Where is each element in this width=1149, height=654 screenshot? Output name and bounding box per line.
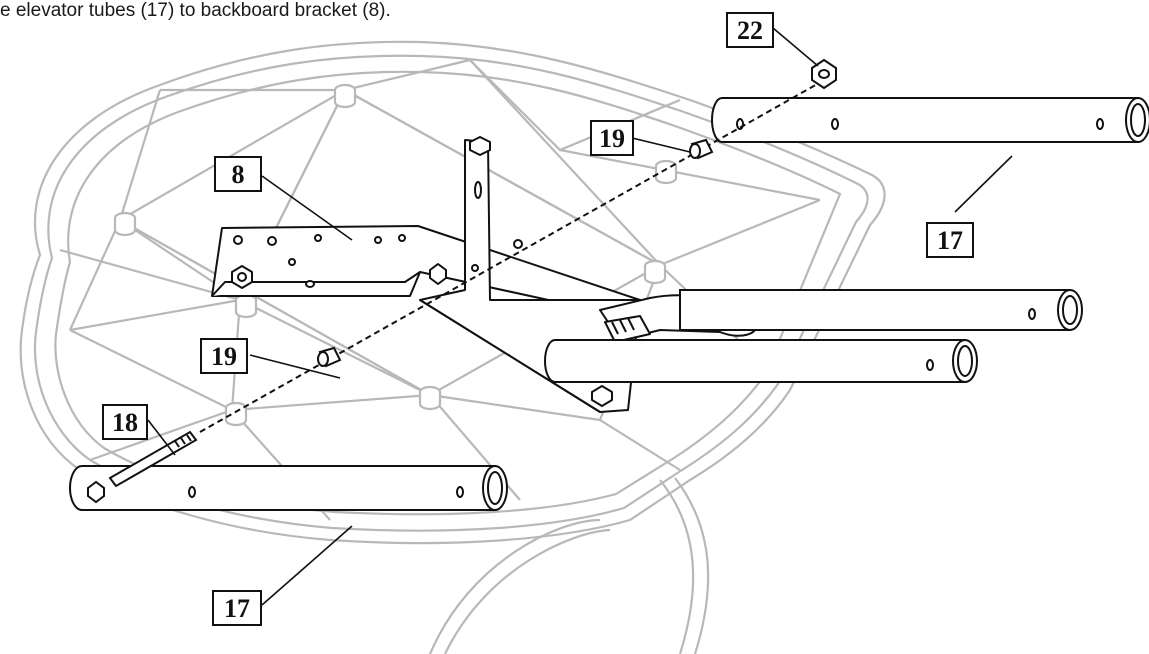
spacer-upper bbox=[689, 138, 714, 160]
callout-17-lower: 17 bbox=[212, 590, 262, 626]
elevator-tube-right bbox=[679, 289, 1083, 331]
instruction-caption: e elevator tubes (17) to backboard brack… bbox=[0, 0, 391, 21]
assembly-axis bbox=[199, 77, 829, 433]
callout-19-upper: 19 bbox=[590, 120, 634, 156]
callout-18: 18 bbox=[102, 404, 148, 440]
elevator-tube-middle bbox=[544, 339, 978, 383]
bolt bbox=[108, 430, 198, 488]
backboard-frame bbox=[19, 40, 886, 654]
callout-8: 8 bbox=[214, 156, 262, 192]
callout-17-upper: 17 bbox=[926, 222, 974, 258]
elevator-tube-upper bbox=[711, 97, 1149, 143]
spacer-lower bbox=[317, 346, 342, 368]
leader-lines bbox=[147, 27, 1013, 606]
elevator-tube-lower bbox=[69, 465, 508, 511]
boss-posts bbox=[113, 83, 678, 427]
nut bbox=[811, 58, 837, 90]
callout-19-lower: 19 bbox=[200, 338, 248, 374]
callout-22: 22 bbox=[726, 12, 774, 48]
